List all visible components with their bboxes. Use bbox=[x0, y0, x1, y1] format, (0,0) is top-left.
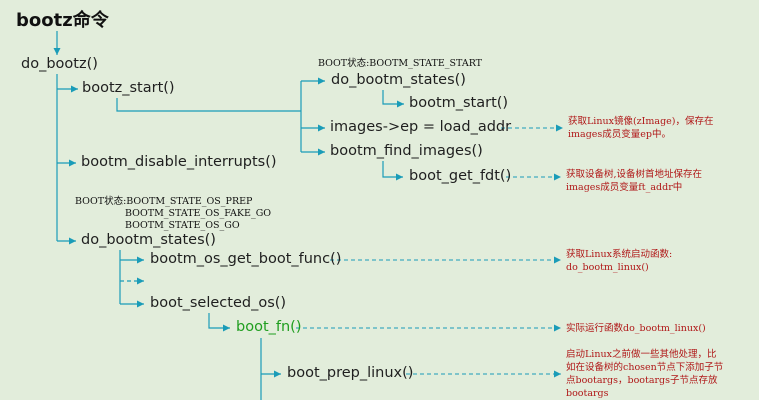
node-bootm-start: bootm_start() bbox=[409, 95, 509, 111]
connector-bootz-start-to-branch bbox=[116, 98, 301, 112]
node-images-ep: images->ep = load_addr bbox=[330, 119, 512, 135]
connector-to-boot-fn bbox=[208, 313, 230, 332]
node-do-bootz: do_bootz() bbox=[21, 56, 98, 72]
node-do-bootm-states-2: do_bootm_states() bbox=[81, 232, 216, 248]
connector-to-boot-get-fdt bbox=[382, 161, 403, 181]
note-get-boot-func: 获取Linux系统启动函数: do_bootm_linux() bbox=[566, 249, 673, 273]
diagram-title: bootz命令 bbox=[16, 10, 109, 31]
note-actual-run: 实际运行函数do_bootm_linux() bbox=[566, 323, 706, 334]
node-boot-fn: boot_fn() bbox=[236, 319, 302, 335]
connector-to-bootm-start bbox=[382, 90, 404, 108]
node-boot-prep-linux: boot_prep_linux() bbox=[287, 365, 414, 381]
note-get-device-tree: 获取设备树,设备树首地址保存在images成员变量ft_addr中 bbox=[566, 169, 703, 193]
node-boot-selected-os: boot_selected_os() bbox=[150, 295, 287, 311]
node-bootm-find-images: bootm_find_images() bbox=[330, 143, 483, 159]
note-before-boot: 启动Linux之前做一些其他处理，比如在设备树的chosen节点下添加子节点bo… bbox=[566, 349, 724, 399]
state-label-os-go: BOOTM_STATE_OS_GO bbox=[125, 220, 240, 231]
state-label-os-prep: BOOT状态:BOOTM_STATE_OS_PREP bbox=[75, 196, 253, 207]
state-label-os-fake-go: BOOTM_STATE_OS_FAKE_GO bbox=[125, 208, 272, 219]
note-get-linux-image: 获取Linux镜像(zImage)，保存在images成员变量ep中。 bbox=[568, 116, 714, 140]
node-do-bootm-states-1: do_bootm_states() bbox=[331, 72, 466, 88]
node-bootm-disable-interrupts: bootm_disable_interrupts() bbox=[81, 154, 277, 170]
state-label-start: BOOT状态:BOOTM_STATE_START bbox=[318, 58, 483, 69]
node-bootm-os-get-boot-func: bootm_os_get_boot_func() bbox=[150, 251, 342, 267]
node-bootz-start: bootz_start() bbox=[82, 80, 175, 96]
node-boot-get-fdt: boot_get_fdt() bbox=[409, 168, 512, 184]
